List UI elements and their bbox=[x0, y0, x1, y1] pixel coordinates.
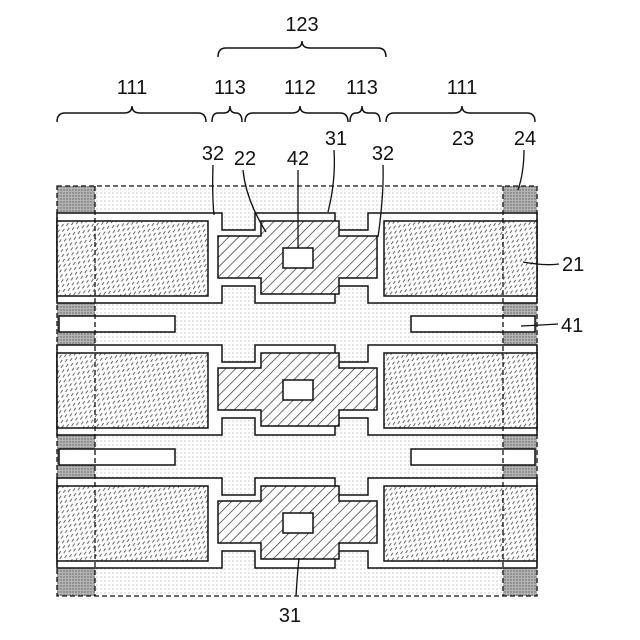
cell-row-3 bbox=[57, 478, 537, 568]
void-42 bbox=[283, 380, 313, 400]
label-113-right: 113 bbox=[346, 77, 378, 99]
label-31-bottom: 31 bbox=[279, 605, 301, 627]
bar-41-left bbox=[59, 449, 175, 465]
label-42: 42 bbox=[287, 148, 309, 170]
pillar-21-left bbox=[57, 486, 208, 561]
bar-41-right bbox=[411, 316, 535, 332]
brace-111-right bbox=[386, 106, 535, 122]
label-24: 24 bbox=[514, 128, 536, 150]
cell-row-1 bbox=[57, 213, 537, 303]
brace-112 bbox=[245, 106, 348, 122]
label-32-right: 32 bbox=[372, 143, 394, 165]
brace-123 bbox=[218, 41, 386, 57]
cell-row-2 bbox=[57, 345, 537, 435]
brace-113-right bbox=[350, 106, 380, 122]
pillar-21-left bbox=[57, 221, 208, 296]
pillar-21-right bbox=[384, 486, 537, 561]
label-123: 123 bbox=[285, 14, 318, 36]
label-21: 21 bbox=[562, 254, 584, 276]
label-111-left: 111 bbox=[117, 77, 147, 99]
pillar-21-right bbox=[384, 353, 537, 428]
label-113-left: 113 bbox=[214, 77, 246, 99]
leader-24 bbox=[518, 150, 524, 190]
label-41: 41 bbox=[561, 315, 583, 337]
label-112: 112 bbox=[284, 77, 316, 99]
label-111-right: 111 bbox=[447, 77, 477, 99]
bar-41-left bbox=[59, 316, 175, 332]
brace-113-left bbox=[212, 106, 242, 122]
void-42 bbox=[283, 513, 313, 533]
pillar-21-right bbox=[384, 221, 537, 296]
label-32-left: 32 bbox=[202, 143, 224, 165]
brace-111-left bbox=[57, 106, 206, 122]
label-23: 23 bbox=[452, 128, 474, 150]
bar-41-right bbox=[411, 449, 535, 465]
label-31-top: 31 bbox=[325, 128, 347, 150]
void-42 bbox=[283, 248, 313, 268]
pillar-21-left bbox=[57, 353, 208, 428]
label-22: 22 bbox=[234, 148, 256, 170]
